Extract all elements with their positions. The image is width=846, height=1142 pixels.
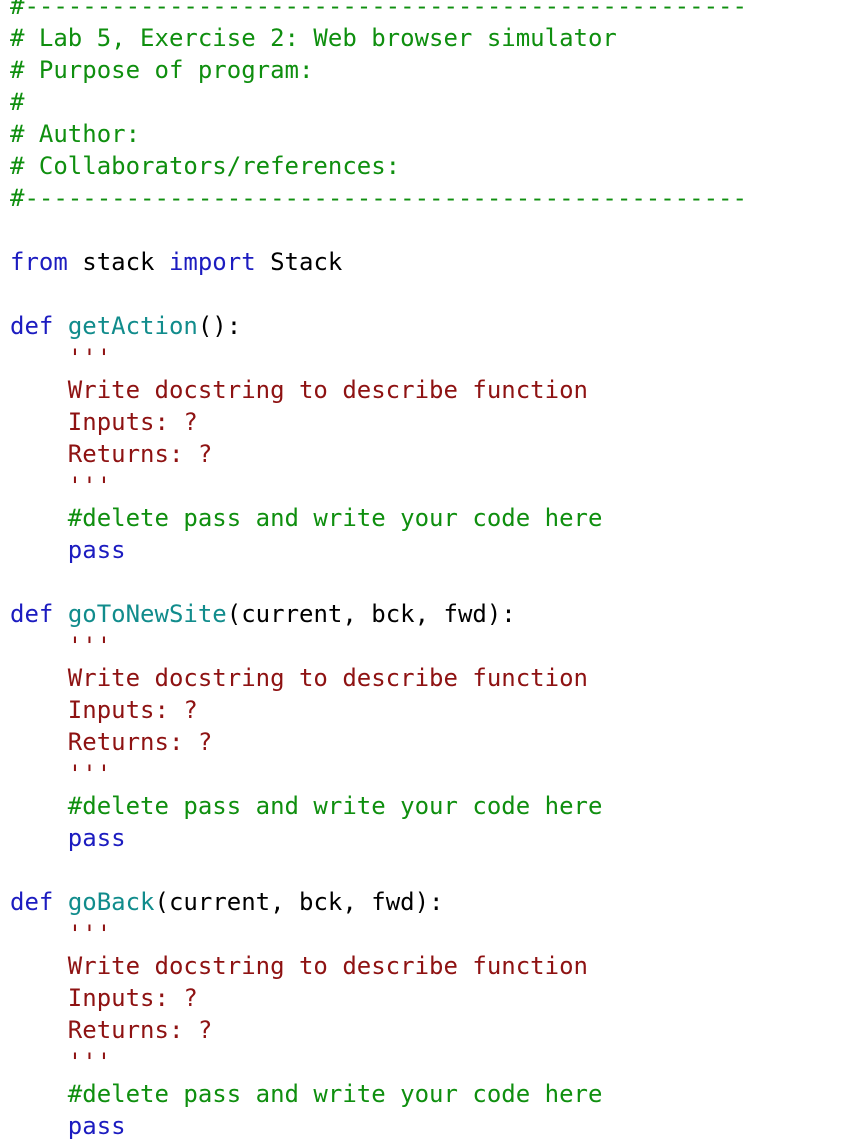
code-line: ''' [10, 1046, 846, 1078]
token-string: Write docstring to describe function [10, 952, 588, 980]
token-string: ''' [10, 1048, 112, 1076]
code-line: from stack import Stack [10, 246, 846, 278]
token-string: Returns: ? [10, 1016, 213, 1044]
token-keyword: pass [67, 536, 126, 564]
token-keyword: from [10, 248, 68, 276]
token-default [53, 888, 67, 916]
code-line: #---------------------------------------… [10, 182, 846, 214]
token-default: (current, bck, fwd): [154, 888, 444, 916]
code-line: # Author: [10, 118, 846, 150]
code-line [10, 566, 846, 598]
token-keyword: pass [67, 824, 126, 852]
token-string: Returns: ? [10, 440, 213, 468]
code-line: pass [10, 822, 846, 854]
token-comment: #---------------------------------------… [10, 184, 747, 212]
code-line: #delete pass and write your code here [10, 790, 846, 822]
code-line: Write docstring to describe function [10, 950, 846, 982]
token-comment: # [10, 88, 25, 116]
token-comment: #delete pass and write your code here [67, 504, 603, 532]
code-line: def getAction(): [10, 310, 846, 342]
code-line: pass [10, 534, 846, 566]
token-default: stack [67, 248, 169, 276]
token-default [10, 504, 68, 532]
code-line: Inputs: ? [10, 694, 846, 726]
code-line: Write docstring to describe function [10, 662, 846, 694]
token-comment: # Collaborators/references: [10, 152, 401, 180]
code-line: #delete pass and write your code here [10, 502, 846, 534]
code-line: Write docstring to describe function [10, 374, 846, 406]
token-default: (current, bck, fwd): [226, 600, 516, 628]
code-line: Returns: ? [10, 726, 846, 758]
code-editor[interactable]: #---------------------------------------… [10, 0, 846, 1142]
token-string: Returns: ? [10, 728, 213, 756]
code-line [10, 278, 846, 310]
token-keyword: def [10, 888, 54, 916]
token-comment: #delete pass and write your code here [67, 1080, 603, 1108]
token-default [10, 824, 68, 852]
token-string: Inputs: ? [10, 984, 198, 1012]
code-line: #delete pass and write your code here [10, 1078, 846, 1110]
code-line: Returns: ? [10, 1014, 846, 1046]
token-string: Inputs: ? [10, 696, 198, 724]
token-string: ''' [10, 920, 112, 948]
token-keyword: def [10, 312, 54, 340]
token-string: Inputs: ? [10, 408, 198, 436]
code-line: # Purpose of program: [10, 54, 846, 86]
token-string: ''' [10, 344, 112, 372]
code-line: ''' [10, 918, 846, 950]
code-line [10, 214, 846, 246]
token-default: (): [197, 312, 242, 340]
token-default [10, 1080, 68, 1108]
code-line: Returns: ? [10, 438, 846, 470]
code-line: ''' [10, 630, 846, 662]
token-keyword: def [10, 600, 54, 628]
code-line: pass [10, 1110, 846, 1142]
token-string: ''' [10, 472, 112, 500]
code-line: #---------------------------------------… [10, 0, 846, 22]
token-function: getAction [67, 312, 198, 340]
token-comment: #---------------------------------------… [10, 0, 747, 20]
token-string: ''' [10, 632, 112, 660]
code-line: Inputs: ? [10, 406, 846, 438]
code-line: # Lab 5, Exercise 2: Web browser simulat… [10, 22, 846, 54]
code-line: ''' [10, 758, 846, 790]
token-default [10, 536, 68, 564]
token-default: Stack [255, 248, 343, 276]
token-default [10, 792, 68, 820]
token-string: ''' [10, 760, 112, 788]
token-string: Write docstring to describe function [10, 664, 588, 692]
token-comment: # Purpose of program: [10, 56, 314, 84]
code-line: ''' [10, 342, 846, 374]
code-line [10, 854, 846, 886]
token-string: Write docstring to describe function [10, 376, 588, 404]
token-keyword: pass [67, 1112, 126, 1140]
token-default [53, 312, 67, 340]
token-comment: # Author: [10, 120, 141, 148]
token-keyword: import [168, 248, 256, 276]
code-line: def goToNewSite(current, bck, fwd): [10, 598, 846, 630]
token-default [53, 600, 67, 628]
token-comment: # Lab 5, Exercise 2: Web browser simulat… [10, 24, 617, 52]
token-function: goBack [67, 888, 155, 916]
code-line: Inputs: ? [10, 982, 846, 1014]
token-function: goToNewSite [67, 600, 227, 628]
code-line: # [10, 86, 846, 118]
code-line: ''' [10, 470, 846, 502]
code-line: # Collaborators/references: [10, 150, 846, 182]
token-comment: #delete pass and write your code here [67, 792, 603, 820]
code-line: def goBack(current, bck, fwd): [10, 886, 846, 918]
